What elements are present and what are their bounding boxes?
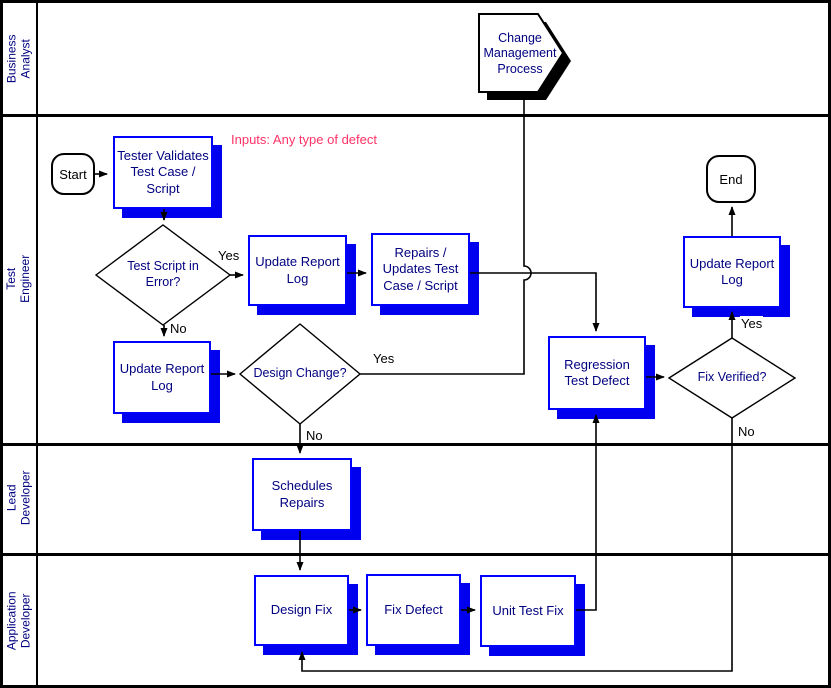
node-regression-test-defect: Regression Test Defect [548,336,646,410]
label-column-divider [36,3,38,685]
label-designchange-yes: Yes [372,351,396,366]
change-mgmt-shadow [487,22,571,100]
lane-business-analyst: Business Analyst [3,3,36,114]
label-testscript-no: No [169,321,188,336]
node-start: Start [51,153,95,195]
node-fix-defect: Fix Defect [366,574,461,646]
lane-label-text: Application Developer [4,591,33,650]
label-fixverified-no: No [737,424,756,439]
edge-repairs-to-regression [470,272,600,332]
lane-test-engineer: Test Engineer [3,114,36,443]
label-fixverified-yes: Yes [740,316,764,331]
node-end: End [706,155,756,203]
diamond-test-script-error [94,224,232,326]
diamond-design-change [238,323,362,425]
change-mgmt-shape [478,13,565,93]
node-update-report-log-final: Update Report Log [683,236,781,308]
diamond-fix-verified [667,337,797,419]
lane-label-text: Test Engineer [4,254,33,303]
node-schedules-repairs: Schedules Repairs [252,458,352,531]
lane-divider-1 [3,114,828,117]
node-repairs-updates: Repairs / Updates Test Case / Script [371,233,470,306]
lane-application-developer: Application Developer [3,553,36,685]
inputs-annotation: Inputs: Any type of defect [231,132,377,147]
node-unit-test-fix: Unit Test Fix [480,575,576,647]
diamond-test-script-label: Test Script in Error? [127,259,199,289]
node-tester-validates: Tester Validates Test Case / Script [113,136,213,209]
diamond-fix-verified-label: Fix Verified? [697,370,767,385]
lane-lead-developer: Lead Developer [3,443,36,553]
lane-label-text: Lead Developer [4,470,33,526]
node-update-report-log-yes: Update Report Log [248,235,347,306]
diamond-design-change-label: Design Change? [253,366,347,381]
label-testscript-yes: Yes [217,248,241,263]
node-update-report-log-no: Update Report Log [113,341,211,414]
node-design-fix: Design Fix [254,575,349,646]
lane-label-text: Business Analyst [4,34,33,83]
change-mgmt-label: Change Management Process [483,30,557,76]
label-designchange-no: No [305,428,324,443]
lane-divider-3 [3,553,828,556]
lane-divider-2 [3,443,828,446]
